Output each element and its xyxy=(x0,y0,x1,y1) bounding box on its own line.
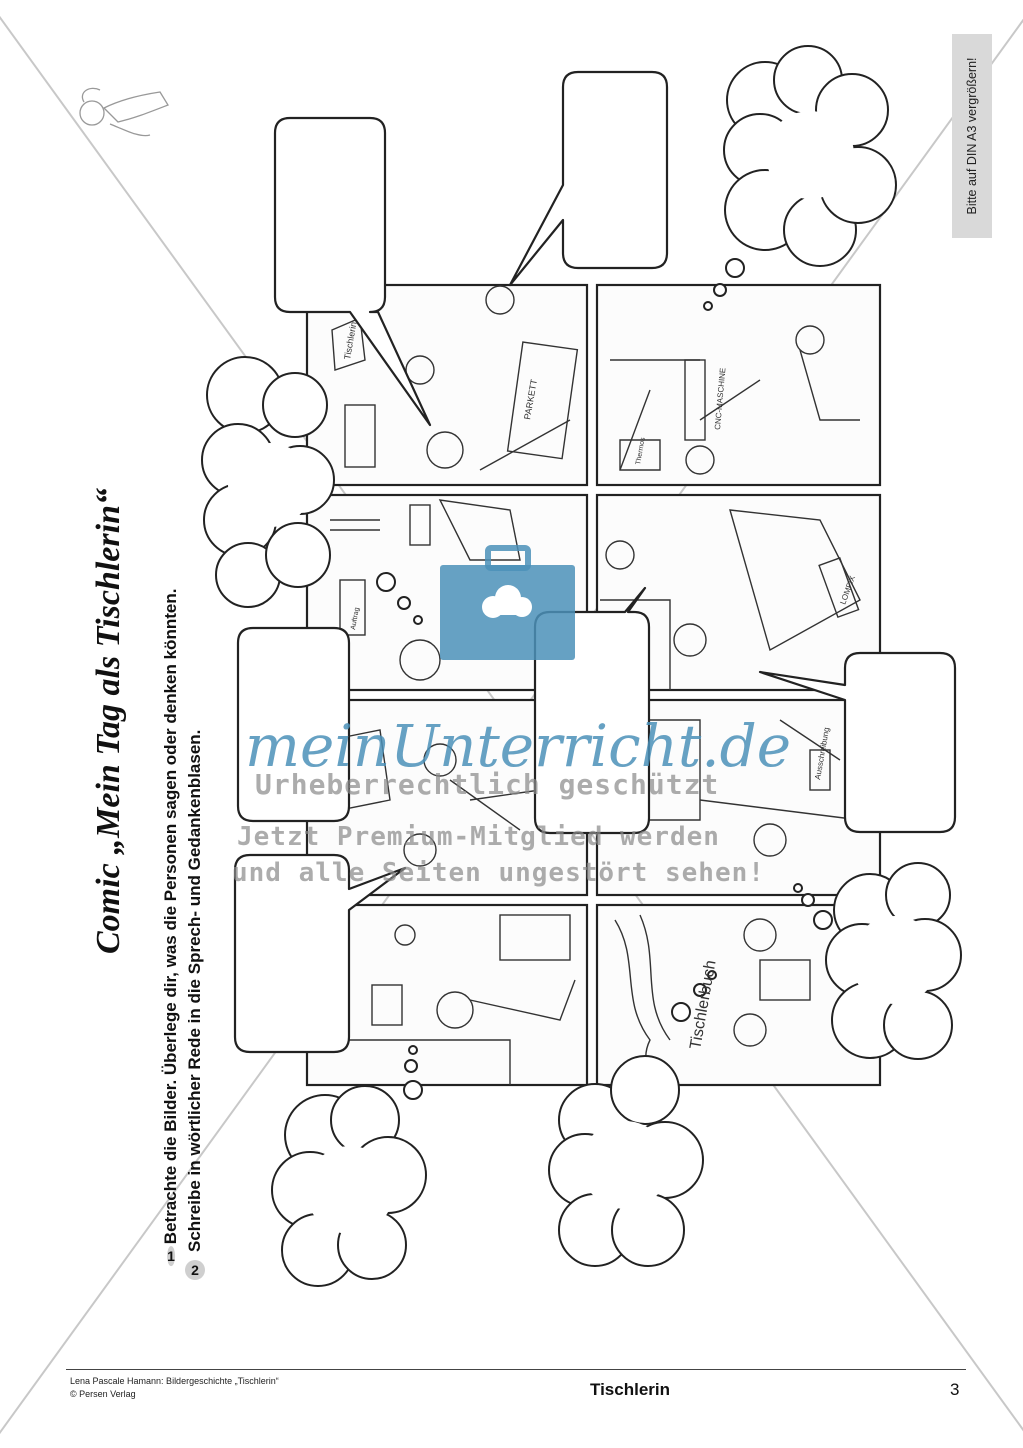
speech-bubbles xyxy=(233,70,957,1054)
task-text: Schreibe in wörtlicher Rede in die Sprec… xyxy=(185,729,204,1252)
watermark-brand: meinUnterricht.de xyxy=(245,712,792,780)
speech-bubble-5 xyxy=(758,651,957,834)
side-tab xyxy=(952,34,992,238)
comic-label-thermos: Thermos xyxy=(635,436,647,465)
speech-bubble-3 xyxy=(236,626,351,823)
watermark-logo-icon xyxy=(440,545,575,660)
comic-label-order: Auftrag xyxy=(350,607,361,631)
speech-bubble-1 xyxy=(273,116,432,427)
thought-bubbles xyxy=(201,45,962,1287)
task-1: 1 Betrachte die Bilder. Überlege dir, wa… xyxy=(159,589,183,1267)
task-text: Betrachte die Bilder. Überlege dir, was … xyxy=(161,588,180,1245)
thought-bubble-3 xyxy=(271,1045,427,1287)
footer-divider xyxy=(66,1369,966,1370)
footer-topic: Tischlerin xyxy=(590,1380,670,1399)
task-2: 2 Schreibe in wörtlicher Rede in die Spr… xyxy=(183,660,207,1280)
task-number-badge: 1 xyxy=(167,1246,175,1267)
thought-bubble-5 xyxy=(793,862,962,1060)
watermark-line-1: Urheberrechtlich geschützt xyxy=(255,768,720,801)
footer-author: Lena Pascale Hamann: Bildergeschichte „T… xyxy=(70,1376,279,1386)
speech-bubble-2 xyxy=(508,70,669,287)
footer-publisher: © Persen Verlag xyxy=(70,1389,136,1399)
thought-bubble-2 xyxy=(201,356,423,625)
watermark-line-3: und alle Seiten ungestört sehen! xyxy=(232,858,765,888)
decorative-figure-icon xyxy=(79,87,169,137)
page-number: 3 xyxy=(950,1380,960,1399)
speech-bubble-6 xyxy=(233,853,407,1054)
task-number-badge: 2 xyxy=(185,1260,205,1280)
thought-bubble-4 xyxy=(548,970,717,1267)
page-title: Comic „Mein Tag als Tischlerin“ xyxy=(90,488,127,954)
side-note: Bitte auf DIN A3 vergrößern! xyxy=(965,57,979,215)
comic-line-art xyxy=(320,285,861,1086)
watermark-line-2: Jetzt Premium-Mitglied werden xyxy=(237,822,720,852)
thought-bubble-1 xyxy=(703,45,897,311)
